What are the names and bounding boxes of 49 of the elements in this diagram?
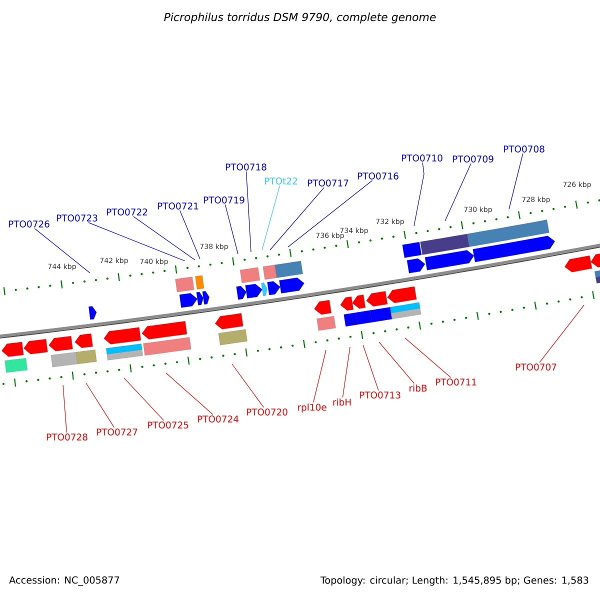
- leader-line: [180, 210, 200, 260]
- leader-line: [124, 378, 164, 421]
- leader-line: [378, 342, 414, 384]
- gene-label: PTO0724: [198, 416, 238, 422]
- gene-label: rpl10e: [298, 404, 326, 412]
- leader-line: [133, 216, 196, 260]
- leader-line: [288, 180, 373, 248]
- gene-label: PTO0727: [96, 428, 138, 436]
- gene-label: PTO0723: [56, 214, 98, 222]
- leader-line: [88, 222, 186, 262]
- gene-label: PTO0725: [148, 422, 188, 428]
- gene-label: PTO0721: [158, 202, 198, 210]
- gene-label: PTO0708: [504, 146, 544, 152]
- leader-line: [62, 384, 67, 433]
- gene-label: ribH: [333, 398, 351, 406]
- leader-line: [270, 187, 324, 250]
- gene-label: PTO0718: [226, 164, 266, 170]
- gene-label: PTO0726: [8, 220, 50, 228]
- leader-line: [508, 153, 524, 210]
- leader-line: [342, 346, 350, 398]
- gene-label: PTO0710: [402, 154, 442, 162]
- map-title: Picrophilus torridus DSM 9790, complete genome: [164, 12, 436, 24]
- leader-line: [313, 350, 326, 403]
- leader-line: [232, 364, 264, 408]
- leader-line: [262, 185, 280, 250]
- gene-label: PTO0720: [246, 408, 288, 416]
- leader-line: [362, 344, 379, 391]
- leader-line: [34, 228, 90, 274]
- leader-line: [224, 204, 238, 254]
- leader-line: [246, 171, 252, 252]
- gene-label: PTO0711: [436, 378, 476, 386]
- leader-line: [404, 338, 452, 378]
- footer-text: Accession: NC_005877: [9, 576, 120, 586]
- gene-label: PTO0716: [358, 172, 398, 180]
- leader-line: [444, 163, 472, 222]
- gene-label: PTO0713: [360, 392, 400, 398]
- gene-label: PTO0707: [516, 364, 556, 370]
- leader-line: [86, 382, 114, 428]
- gene-label: PTOt22: [265, 178, 297, 184]
- footer-text: Topology: circular; Length: 1,545,895 bp; Genes: 1,583: [320, 576, 588, 586]
- gene-label: PTO0728: [46, 434, 88, 440]
- leader-line: [166, 372, 214, 415]
- leader-line: [539, 304, 584, 363]
- gene-label: PTO0717: [308, 180, 348, 186]
- leader-line: [414, 162, 424, 226]
- gene-label: PTO0709: [452, 156, 494, 162]
- gene-label: ribB: [410, 384, 427, 392]
- gene-label: PTO0722: [106, 208, 148, 216]
- gene-label: PTO0719: [204, 196, 244, 204]
